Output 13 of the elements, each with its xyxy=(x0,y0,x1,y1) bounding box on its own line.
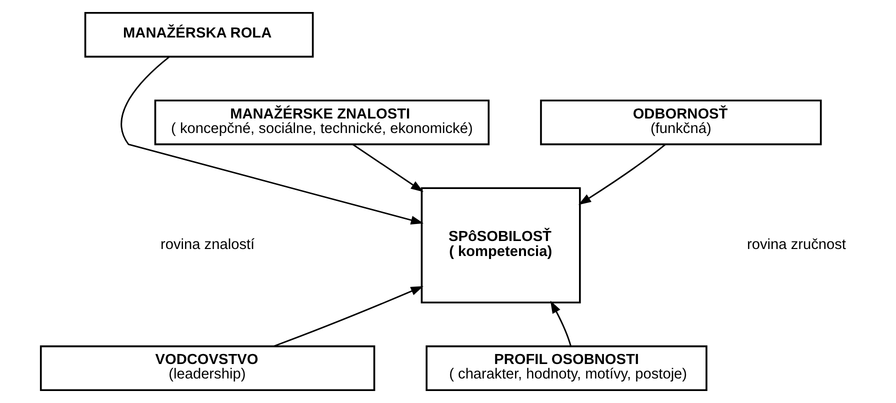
node-box: MANAŽÉRSKA ROLA xyxy=(84,12,314,58)
node-box: PROFIL OSOBNOSTI ( charakter, hodnoty, motívy, postoje) xyxy=(425,345,707,392)
arrow xyxy=(272,286,423,347)
node-box: ODBORNOSŤ (funkčná) xyxy=(540,100,822,146)
arrow xyxy=(550,300,571,346)
node-box: VODCOVSTVO (leadership) xyxy=(39,345,375,392)
label: rovina zručnost xyxy=(746,237,846,254)
node-box: MANAŽÉRSKE ZNALOSTI ( koncepčné, sociálne, technické, ekonomické) xyxy=(154,100,490,146)
node-box: SPôSOBILOSŤ ( kompetencia) xyxy=(420,187,580,304)
arrow xyxy=(120,56,424,224)
label: rovina znalostí xyxy=(160,237,254,254)
arrow xyxy=(578,144,666,205)
arrow xyxy=(352,144,423,192)
